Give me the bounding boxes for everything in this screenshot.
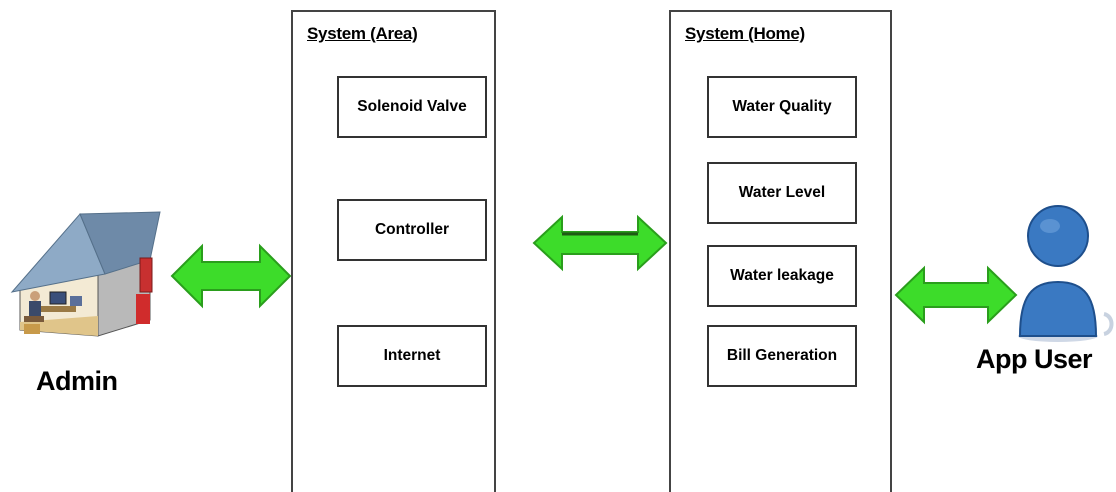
internet-box: Internet [337,325,487,387]
water-leakage-box: Water leakage [707,245,857,307]
user-silhouette-icon [1018,205,1114,342]
controller-box: Controller [337,199,487,261]
solenoid-valve-box: Solenoid Valve [337,76,487,138]
app-user-label: App User [976,344,1093,374]
house-office-icon [10,211,161,337]
system-area-panel: System (Area) Solenoid Valve Controller … [291,10,496,492]
water-level-box: Water Level [707,162,857,224]
admin-label: Admin [36,366,118,396]
system-home-panel: System (Home) Water Quality Water Level … [669,10,892,492]
bidirectional-arrow-icon [532,214,668,272]
bidirectional-arrow-icon [170,243,292,309]
system-area-title: System (Area) [307,24,418,43]
bill-generation-box: Bill Generation [707,325,857,387]
bidirectional-arrow-icon [894,265,1018,325]
system-home-title: System (Home) [685,24,805,43]
water-quality-box: Water Quality [707,76,857,138]
